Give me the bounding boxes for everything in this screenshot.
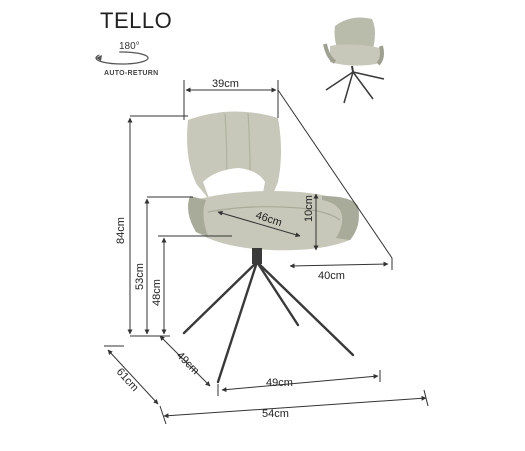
- dim-seat-width: 40cm: [318, 270, 345, 282]
- dim-armrest-above-seat: 10cm: [303, 195, 315, 222]
- chair-stem: [252, 248, 262, 264]
- chair-armrest-left: [188, 196, 208, 236]
- product-title: TELLO: [100, 8, 173, 33]
- dim-armrest-height: 53cm: [134, 263, 146, 290]
- dim-base-width: 49cm: [266, 377, 293, 389]
- thumbnail-chair-icon: [323, 17, 385, 104]
- dim-total-width: 54cm: [262, 408, 289, 420]
- dim-seat-height: 48cm: [151, 279, 163, 306]
- dim-total-height: 84cm: [115, 217, 127, 244]
- dim-total-depth: 61cm: [114, 366, 141, 394]
- auto-return-caption: AUTO-RETURN: [104, 70, 159, 77]
- rotation-degrees: 180°: [119, 41, 140, 52]
- dimension-lines: [104, 80, 429, 425]
- chair-armrest-right: [322, 196, 359, 240]
- chair-legs: [182, 260, 355, 384]
- chair-illustration: [182, 111, 359, 384]
- dim-back-width: 39cm: [212, 78, 239, 90]
- rotation-arrow-icon: [95, 51, 149, 65]
